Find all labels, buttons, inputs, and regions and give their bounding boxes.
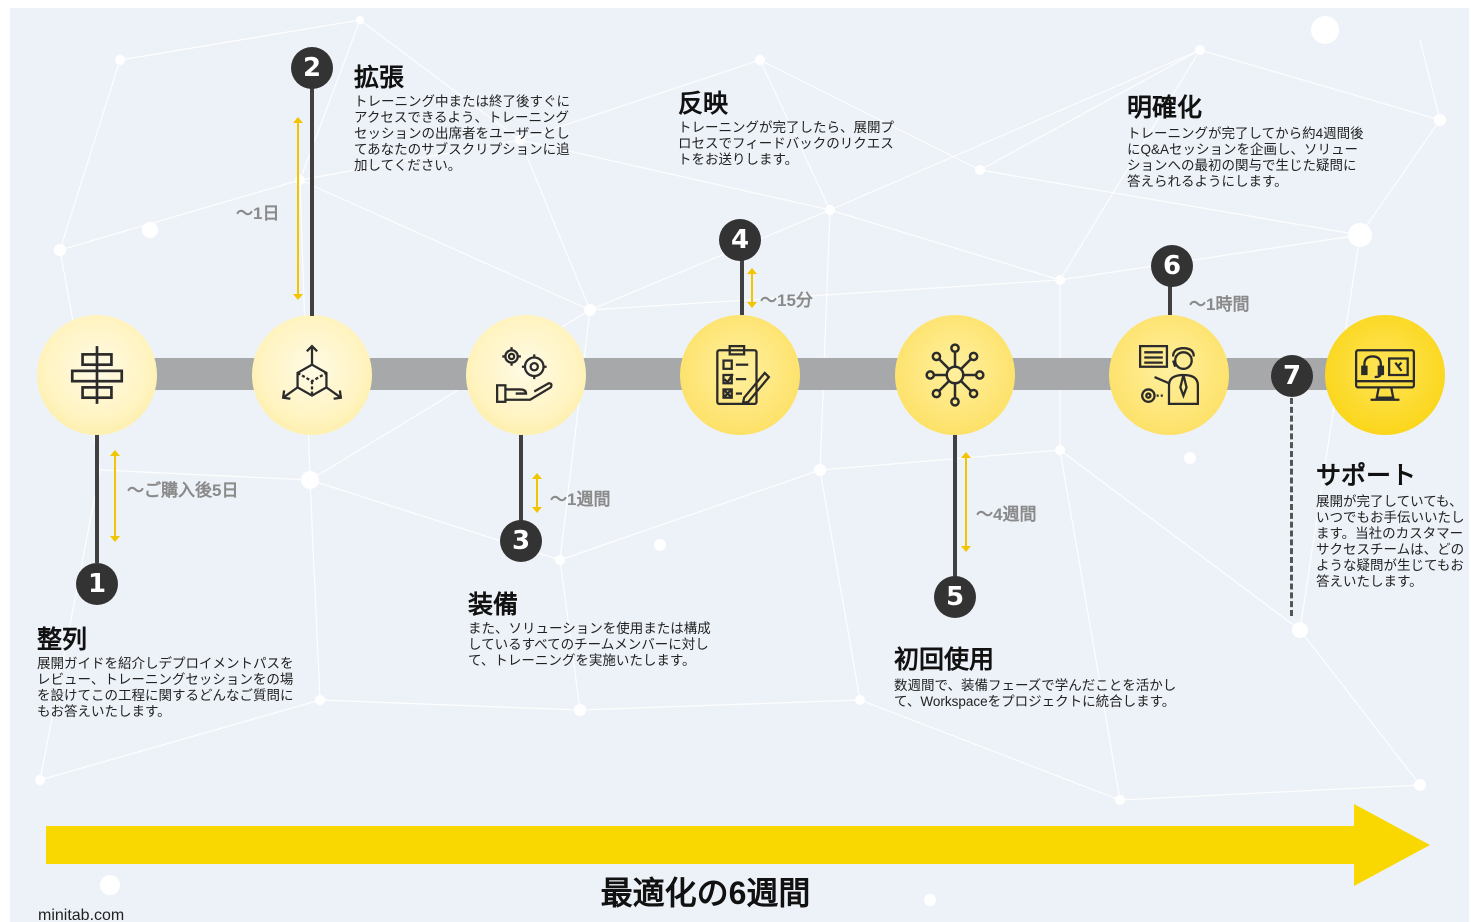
network-icon <box>925 343 985 407</box>
step-6-circle <box>1109 315 1229 435</box>
background-panel <box>10 8 1469 922</box>
gears-hand-icon <box>495 347 553 403</box>
step-4-description: トレーニングが完了したら、展開プロセスでフィードバックのリクエストをお送りします… <box>678 120 894 167</box>
step-7-description: 展開が完了していても、いつでもお手伝いいたします。当社のカスタマーサクセスチーム… <box>1316 494 1465 589</box>
step-5-duration: 〜4週間 <box>976 505 1037 524</box>
cube-expand-icon <box>281 344 343 400</box>
step-2-description: トレーニング中または終了後すぐにアクセスできるよう、トレーニングセッションの出席… <box>354 94 570 173</box>
step-1-connector <box>95 435 99 563</box>
step-6-title: 明確化 <box>1127 94 1203 122</box>
step-3-connector <box>519 435 523 527</box>
step-2-circle <box>252 315 372 435</box>
presenter-icon <box>1138 344 1200 406</box>
step-3-title: 装備 <box>468 591 519 619</box>
step-5-description: 数週間で、装備フェーズで学んだことを活かして、Workspaceをプロジェクトに… <box>894 678 1177 709</box>
support-desktop-icon <box>1354 349 1416 401</box>
step-4-connector <box>740 255 744 315</box>
step-3-number: 3 <box>500 520 542 562</box>
step-7-circle <box>1325 315 1445 435</box>
step-3-description: また、ソリューションを使用または構成しているすべてのチームメンバーに対して、トレ… <box>468 621 711 668</box>
step-5-connector <box>953 435 957 580</box>
step-4-duration: 〜15分 <box>760 291 813 310</box>
step-6-connector <box>1168 285 1172 315</box>
step-1-description: 展開ガイドを紹介しデプロイメントパスをレビュー、トレーニングセッションをの場を設… <box>37 656 294 719</box>
step-5-duration-arrow <box>960 452 972 552</box>
step-4-duration-arrow <box>746 268 758 308</box>
step-2-connector <box>310 80 314 316</box>
step-5-number: 5 <box>934 576 976 618</box>
optimization-banner: 最適化の6週間 <box>600 875 811 911</box>
step-3-duration-arrow <box>531 473 543 513</box>
optimization-arrow <box>46 826 1356 864</box>
step-7-number: 7 <box>1271 355 1313 397</box>
step-1-circle <box>37 315 157 435</box>
step-1-duration-arrow <box>109 450 121 542</box>
step-6-number: 6 <box>1151 245 1193 287</box>
step-2-duration-arrow <box>292 117 304 300</box>
optimization-arrow-head <box>1354 804 1430 886</box>
step-6-description: トレーニングが完了してから約4週間後にQ&Aセッションを企画し、ソリューションへ… <box>1127 126 1364 189</box>
alignment-icon <box>70 346 124 404</box>
footer-url: minitab.com <box>38 907 125 922</box>
step-3-duration: 〜1週間 <box>550 490 611 509</box>
checklist-icon <box>716 344 771 406</box>
step-1-duration: 〜ご購入後5日 <box>127 481 239 500</box>
step-5-title: 初回使用 <box>894 646 995 674</box>
step-1-number: 1 <box>76 563 118 605</box>
step-2-duration: 〜1日 <box>236 204 280 223</box>
step-4-circle <box>680 315 800 435</box>
step-5-circle <box>895 315 1015 435</box>
step-7-connector <box>1290 398 1293 616</box>
step-7-title: サポート <box>1316 462 1417 490</box>
step-6-duration: 〜1時間 <box>1189 295 1250 314</box>
step-3-circle <box>466 315 586 435</box>
step-1-title: 整列 <box>37 626 88 654</box>
step-4-title: 反映 <box>678 90 729 118</box>
step-2-title: 拡張 <box>354 64 405 92</box>
step-4-number: 4 <box>719 219 761 261</box>
step-2-number: 2 <box>291 47 333 89</box>
